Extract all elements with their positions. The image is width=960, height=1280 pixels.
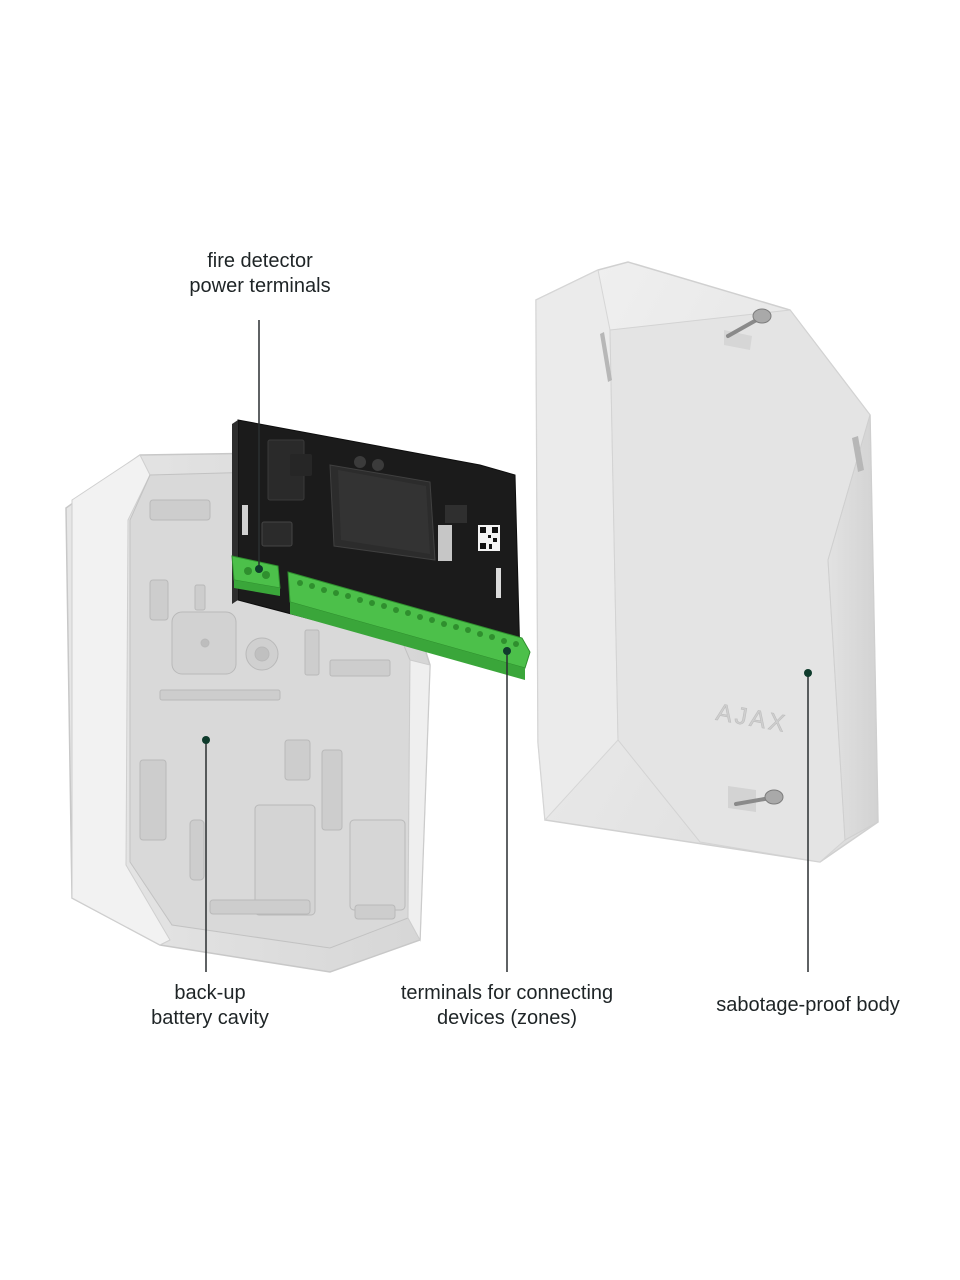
pcb-components: [242, 439, 501, 598]
base-right-wall: [407, 659, 431, 942]
callout-backup-battery-cavity: back-up battery cavity: [151, 982, 269, 1029]
lid-screw-top: [724, 308, 772, 350]
marker-dot-body: [804, 669, 812, 677]
marker-dot-fire-detector: [255, 565, 263, 573]
zone-terminal-strip: [287, 571, 531, 680]
base-left-rim: [71, 454, 171, 946]
lid-vent-right: [852, 436, 864, 472]
marker-dot-terminals: [503, 647, 511, 655]
callout-sabotage-proof-body: sabotage-proof body: [716, 994, 900, 1016]
callout-leaders: [202, 320, 812, 972]
base-inner-ribs: [139, 499, 406, 920]
lid-screw-bottom: [728, 786, 784, 812]
fire-detector-terminal-block: [231, 555, 281, 596]
lid-facet-right: [827, 414, 879, 841]
lid-vent-left: [600, 332, 612, 382]
marker-dot-battery: [202, 736, 210, 744]
callout-fire-detector-power-terminals: fire detector power terminals: [189, 250, 331, 297]
pcb-board: [231, 419, 531, 680]
lid-housing: AJAX: [535, 261, 879, 863]
callout-zone-terminals: terminals for connecting devices (zones): [400, 982, 614, 1029]
